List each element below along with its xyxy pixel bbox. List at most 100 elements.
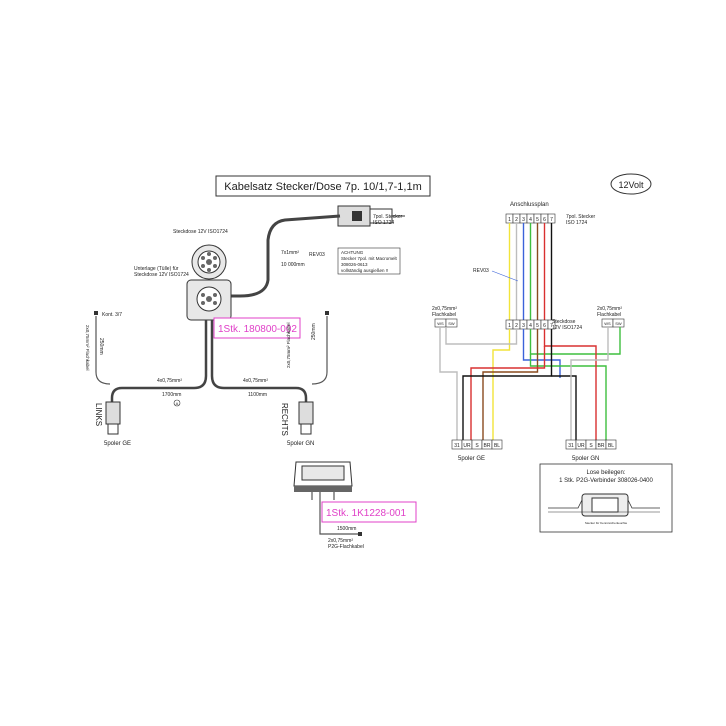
left-rev: REV03	[309, 252, 325, 258]
plug-pin-label: 6	[543, 217, 546, 223]
plug-7pol-drawing	[337, 205, 405, 227]
socket-label-1: Steckdose 12V ISO1724	[173, 229, 228, 235]
part-box-2	[321, 501, 417, 523]
warning-2: Stecker 7pol. mit Macromelt	[341, 256, 398, 261]
gn-label-left: 5poler GN	[287, 441, 314, 447]
kont-label: Kont. 3/7	[102, 312, 122, 318]
part-number-1: 1Stk. 180800-002	[218, 324, 297, 335]
socket-pin-label: 1	[508, 323, 511, 329]
route-yellow-ge	[492, 329, 511, 440]
route-green-gn	[529, 354, 607, 440]
connector-5pol-gn	[298, 401, 314, 435]
plug-pin-label: 2	[515, 217, 518, 223]
socket-pin-label: 4	[529, 323, 532, 329]
gn-pin-label: BR	[598, 443, 605, 449]
route-red-gn	[543, 329, 597, 440]
gn-pin-label: 31	[568, 443, 574, 449]
flat-right-ws: WS	[604, 321, 611, 326]
plug-pin-label: 1	[508, 217, 511, 223]
kont-terminal	[94, 311, 98, 315]
flat-left-sw: SW	[448, 321, 455, 326]
route-white-flat-left	[445, 327, 518, 345]
plug-pin-label: 7	[550, 217, 553, 223]
flat-right-sw: SW	[615, 321, 622, 326]
p2g-label-2: P2G-Flachkabel	[328, 544, 364, 550]
flat-left-label-2: Flachkabel	[432, 312, 456, 318]
plug-label-1: 7pol. Stecker	[373, 214, 403, 220]
cable-7x1: 7x1mm²	[281, 250, 299, 256]
loose-parts-1: Lose beilegen:	[586, 470, 625, 476]
len-1700: 1700mm	[162, 392, 181, 398]
ge-pin-box	[491, 439, 503, 450]
warning-1: ACHTUNG	[341, 250, 364, 255]
socket-label-2: Unterlage (Tülle) für	[134, 266, 179, 272]
warning-4: vollständig ausgießen !!	[341, 268, 388, 273]
route-white-ge-31	[439, 327, 458, 440]
plug-pin-label: 5	[536, 217, 539, 223]
route-black-gn	[551, 375, 577, 440]
plug-label-2: ISO 1724	[373, 220, 394, 226]
left-branch-cable	[110, 320, 208, 402]
p2g-terminal	[358, 532, 362, 536]
ge-pin-label: 31	[454, 443, 460, 449]
right-branch-cable	[210, 320, 308, 402]
schematic-socket-label-1: Steckdose	[552, 319, 576, 325]
route-green-flat	[529, 327, 621, 355]
flat-left-ws: WS	[437, 321, 444, 326]
marker-a-label: A	[176, 401, 179, 406]
route-brown-ge	[482, 329, 539, 440]
flat-cable-left: 2x0,75mm² Flachkabel	[85, 325, 90, 371]
right-flat-cable	[311, 316, 328, 385]
main-cable	[224, 214, 341, 298]
voltage-badge	[610, 173, 652, 195]
schematic-rev: REV03	[473, 268, 489, 274]
len-1100: 1100mm	[248, 392, 267, 398]
ge-pin-label: BR	[484, 443, 491, 449]
marker-a	[173, 399, 181, 407]
ge-pin-label: UR	[463, 443, 471, 449]
p2g-cable	[319, 492, 359, 535]
len-1500: 1500mm	[337, 526, 356, 532]
license-plate-light	[293, 461, 353, 500]
wire-run-plug-to-socket	[508, 223, 553, 320]
schematic-plug-label-2: ISO 1724	[566, 220, 587, 226]
warning-box	[337, 247, 401, 275]
flat-left-label-1: 2x0,75mm²	[432, 306, 457, 312]
ge-label-right: 5poler GE	[458, 456, 485, 462]
plug-pin-label: 4	[529, 217, 532, 223]
gn-label-right: 5poler GN	[572, 456, 599, 462]
schematic-heading: Anschlussplan	[510, 202, 549, 208]
socket-pin-label: 7	[550, 323, 553, 329]
p2g-connector-drawing	[548, 493, 660, 517]
plug-pin-label: 3	[522, 217, 525, 223]
socket-drawing	[186, 244, 232, 321]
ge-pin-label: S	[475, 443, 479, 449]
route-black-ge	[462, 329, 553, 440]
wire-run-socket-to-connectors	[439, 327, 621, 440]
flat-cable-right: 2x0,75mm² Flachkabel	[286, 322, 291, 368]
loose-parts-note: Stecker für Kennzeichenleuchte	[585, 521, 628, 525]
socket-pin-label: 2	[515, 323, 518, 329]
socket-label-3: Steckdose 12V ISO1724	[134, 272, 189, 278]
socket-pin-label: 6	[543, 323, 546, 329]
voltage-label: 12Volt	[618, 180, 644, 190]
warning-3: 308026-0613	[341, 262, 368, 267]
schematic-socket-label-2: 12V ISO1724	[552, 325, 582, 331]
cable-4x-right: 4x0,75mm²	[243, 378, 268, 384]
loose-parts-2: 1 Stk. P2G-Verbinder 308026-0400	[559, 478, 653, 484]
flat-right-label-1: 2x0,75mm²	[597, 306, 622, 312]
right-terminal	[325, 311, 329, 315]
gn-pin-label: S	[589, 443, 593, 449]
diagram-title: Kabelsatz Stecker/Dose 7p. 10/1,7-1,1m	[224, 181, 422, 193]
route-red-ge	[470, 346, 546, 440]
rev-leader	[491, 270, 519, 282]
route-blue	[522, 329, 561, 378]
title-box	[215, 175, 431, 197]
part-number-2: 1Stk. 1K1228-001	[326, 508, 406, 519]
ge-label-left: 5poler GE	[104, 441, 131, 447]
